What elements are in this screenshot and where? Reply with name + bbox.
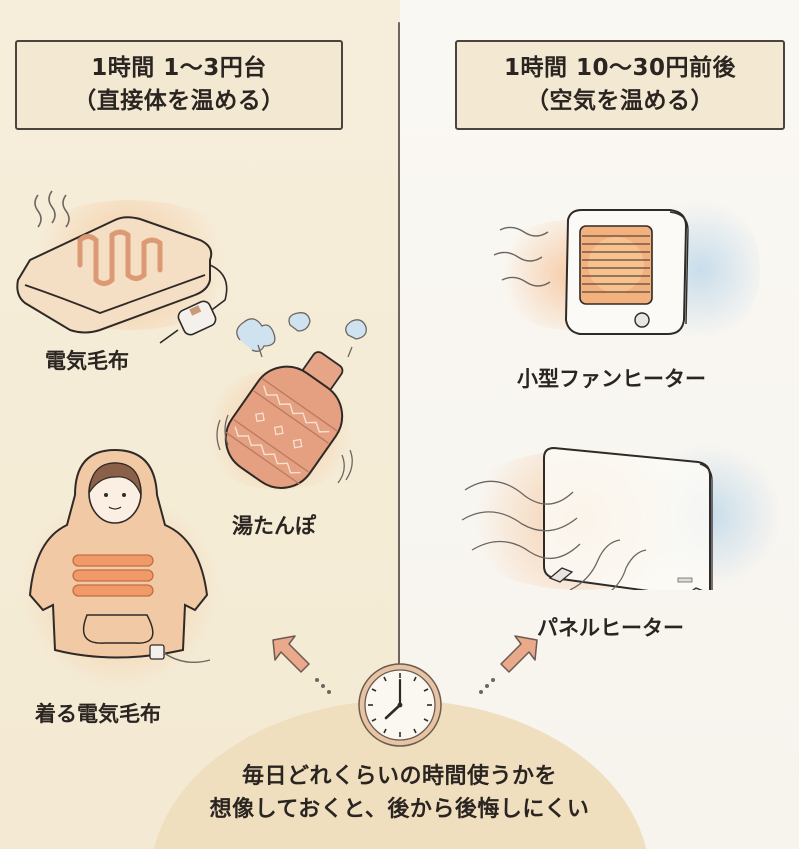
footer-line2: 想像しておくと、後から後悔しにくい [209, 797, 590, 822]
right-header-line2: （空気を温める） [526, 88, 714, 114]
left-header-box: 1時間 1〜3円台 （直接体を温める） [15, 40, 343, 130]
wearable-electric-blanket-icon [28, 448, 211, 663]
fan-heater-icon [493, 209, 689, 335]
wearable-electric-blanket-label: 着る電気毛布 [35, 702, 161, 726]
electric-blanket-label: 電気毛布 [45, 349, 129, 373]
arrow-up-left-icon [272, 635, 331, 694]
right-header-box: 1時間 10〜30円前後 （空気を温める） [455, 40, 785, 130]
left-header-line1: 1時間 1〜3円台 [91, 54, 267, 81]
arrow-up-right-icon [479, 635, 538, 694]
hot-water-bottle-icon [216, 312, 367, 489]
footer-message: 毎日どれくらいの時間使うかを 想像しておくと、後から後悔しにくい [0, 760, 799, 826]
footer-line1: 毎日どれくらいの時間使うかを [241, 764, 557, 789]
panel-heater-icon [461, 446, 713, 590]
left-header-line2: （直接体を温める） [73, 88, 285, 114]
right-header-line1: 1時間 10〜30円前後 [503, 54, 737, 81]
hot-water-bottle-label: 湯たんぽ [232, 514, 316, 538]
center-divider [398, 22, 400, 672]
fan-heater-label: 小型ファンヒーター [517, 367, 706, 391]
electric-blanket-icon [16, 190, 228, 344]
clock-icon [358, 663, 442, 747]
panel-heater-label: パネルヒーター [537, 616, 684, 640]
